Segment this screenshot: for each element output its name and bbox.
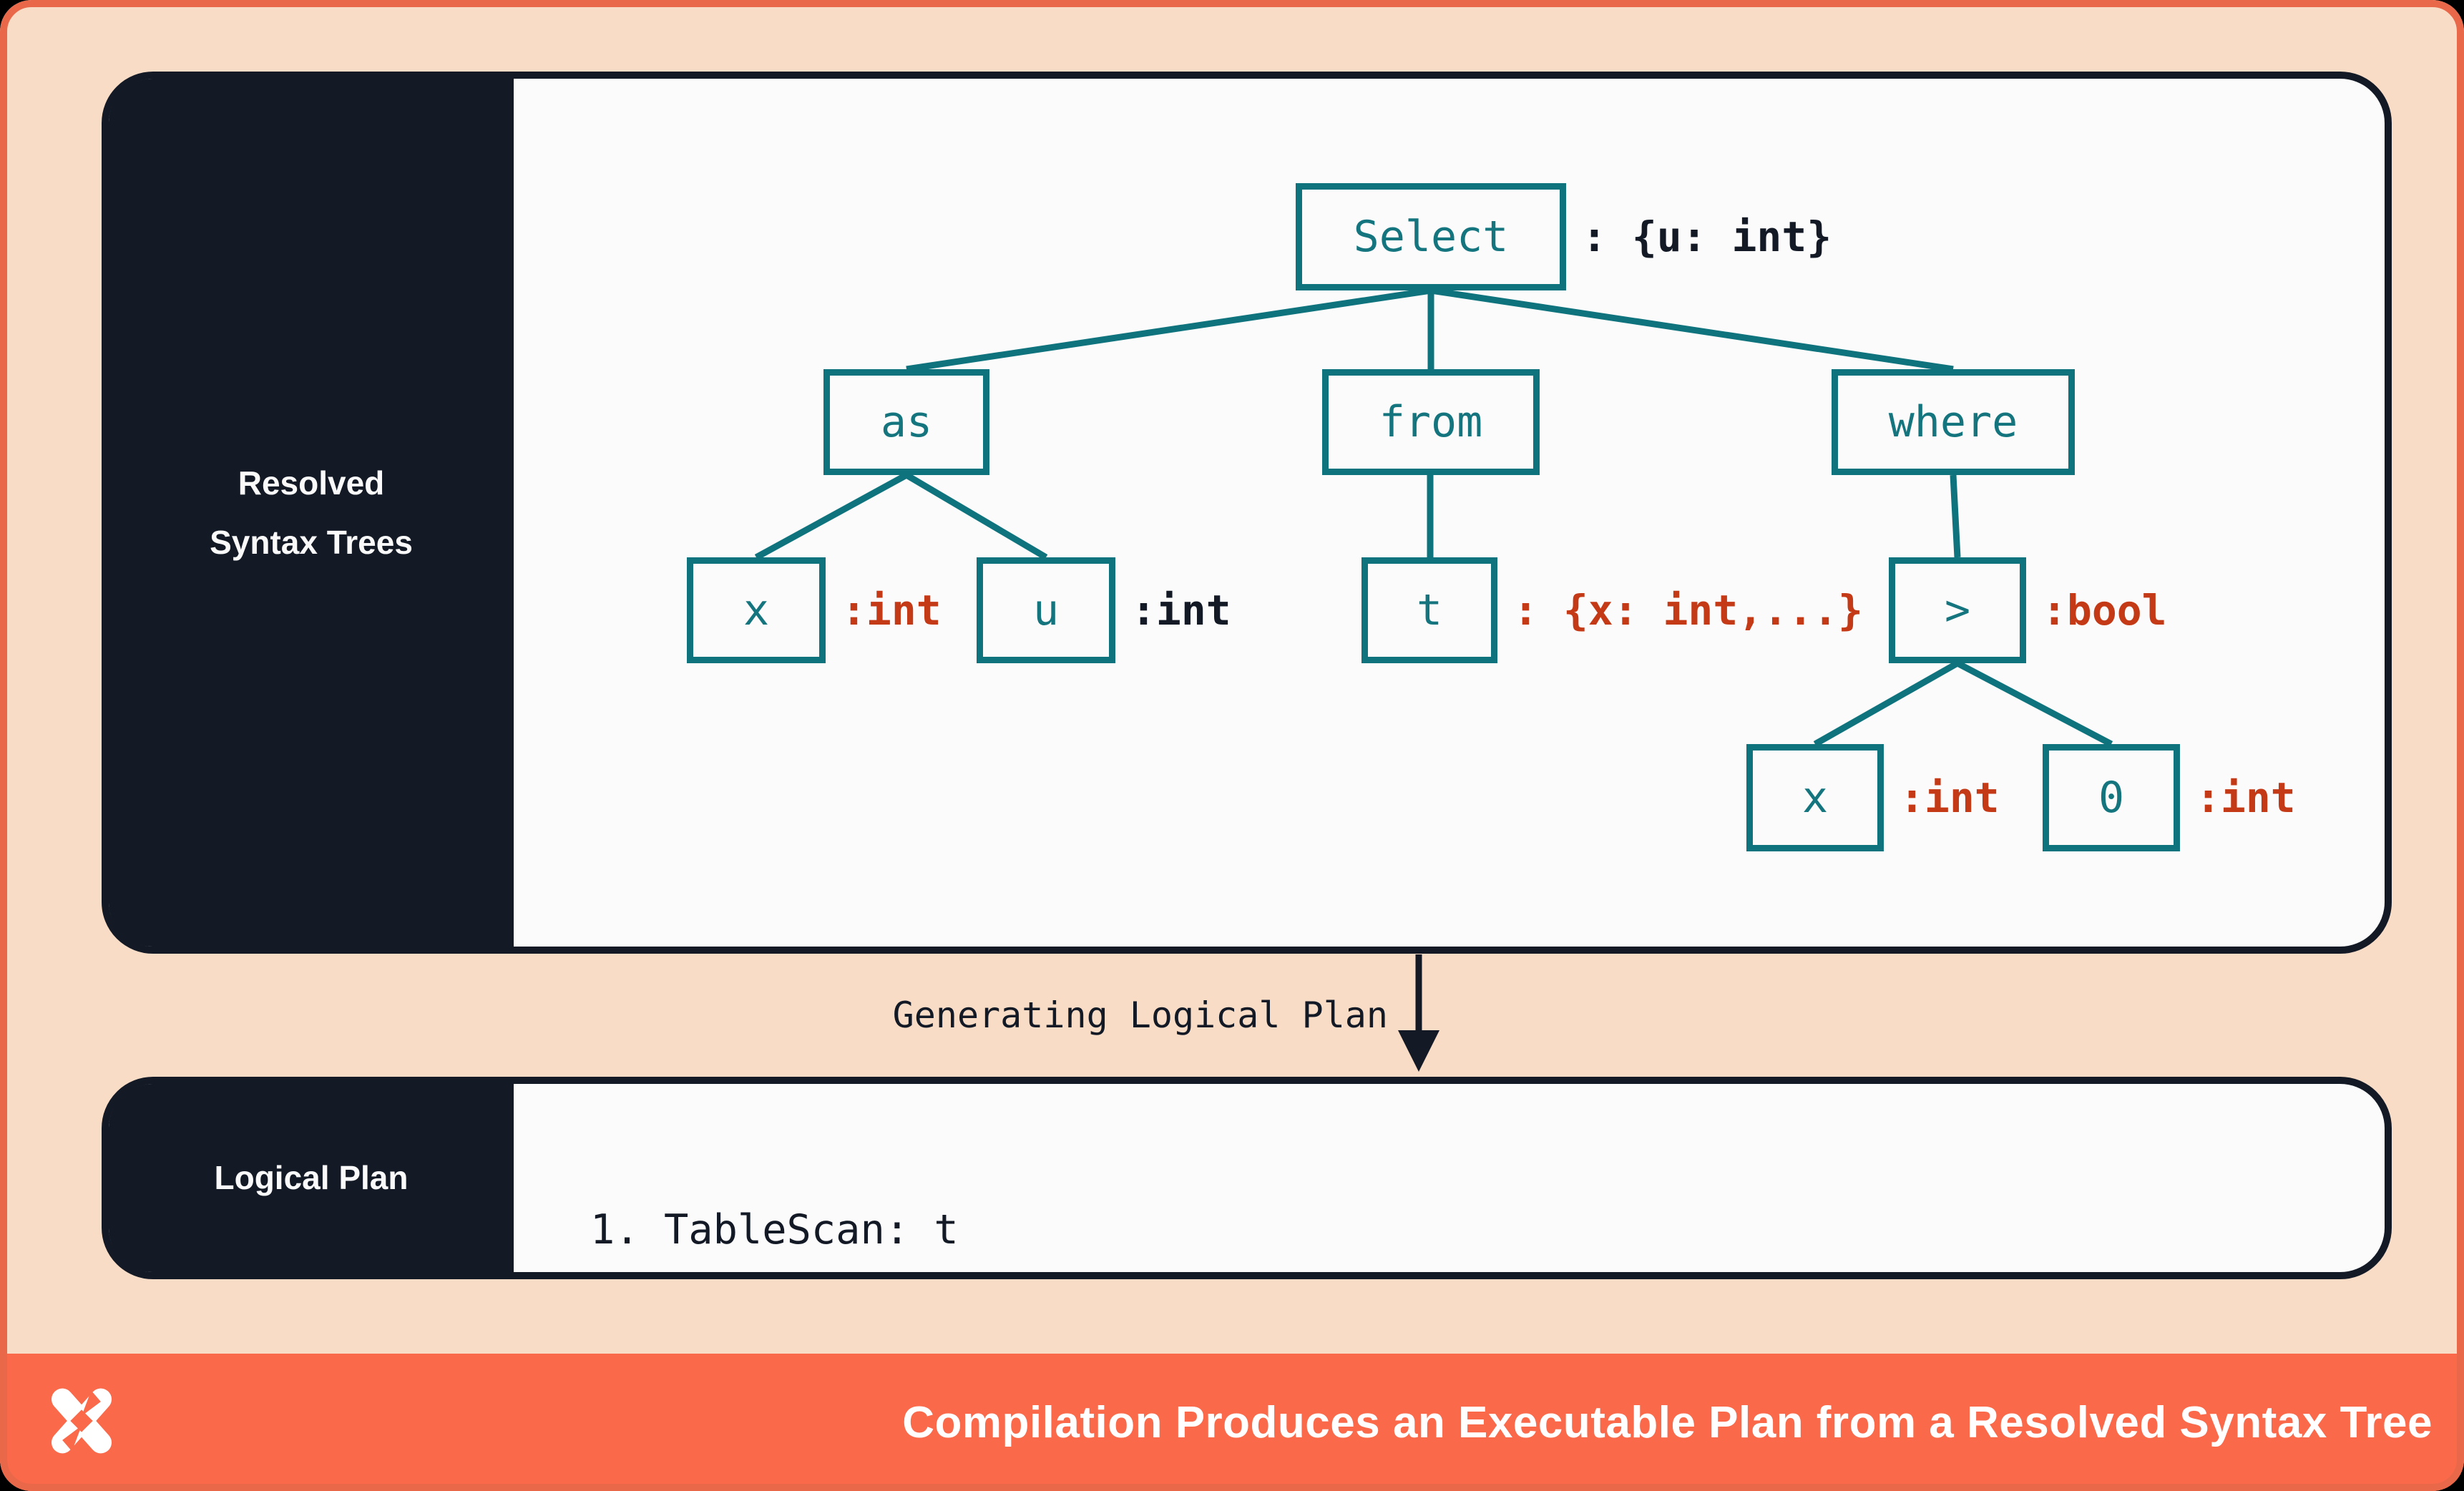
resolved-syntax-trees-panel: Resolved Syntax Trees — [102, 72, 2392, 954]
plan-step-1: 1. TableScan: t — [590, 1206, 959, 1253]
footer-bar: Compilation Produces an Executable Plan … — [0, 1354, 2464, 1491]
tree-node-x-where-type: :int — [1900, 773, 2000, 822]
generating-logical-plan-label: Generating Logical Plan — [892, 994, 1388, 1036]
brand-logo-x-pinwheel-icon — [52, 1388, 112, 1454]
footer-title: Compilation Produces an Executable Plan … — [902, 1397, 2433, 1447]
tree-node-select-type: : {u: int} — [1582, 212, 1832, 261]
rst-sidebar-label-line2: Syntax Trees — [210, 523, 413, 561]
tree-node-zero-type: :int — [2196, 773, 2296, 822]
plan-sidebar: Logical Plan — [109, 1084, 514, 1272]
tree-node-u: u — [977, 557, 1115, 663]
rst-sidebar: Resolved Syntax Trees — [109, 79, 514, 947]
logical-plan-panel: Logical Plan — [102, 1077, 2392, 1279]
plan-sidebar-label: Logical Plan — [214, 1158, 409, 1196]
tree-node-where: where — [1832, 369, 2075, 475]
tree-node-select: Select — [1296, 183, 1566, 290]
tree-node-zero: 0 — [2043, 744, 2180, 851]
tree-node-x-where: x — [1746, 744, 1884, 851]
tree-node-gt-type: :bool — [2042, 586, 2167, 635]
tree-node-gt: > — [1889, 557, 2026, 663]
tree-node-as: as — [823, 369, 989, 475]
tree-node-t: t — [1361, 557, 1497, 663]
rst-sidebar-label-line1: Resolved — [238, 464, 385, 502]
tree-node-from: from — [1322, 369, 1540, 475]
tree-node-x-as: x — [687, 557, 826, 663]
tree-node-u-type: :int — [1131, 586, 1231, 635]
tree-node-x-as-type: :int — [841, 586, 942, 635]
tree-node-t-type: : {x: int,...} — [1513, 586, 1863, 635]
down-arrow-icon — [1398, 954, 1439, 1072]
